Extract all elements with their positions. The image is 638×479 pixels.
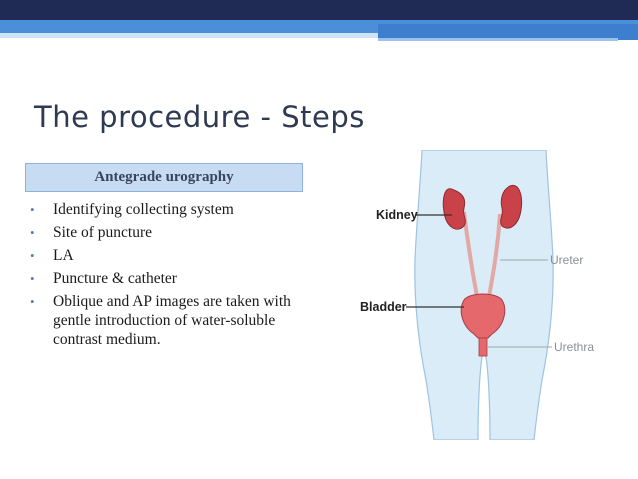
slide-title: The procedure - Steps [34, 100, 365, 134]
bullet-text: Oblique and AP images are taken with gen… [53, 293, 291, 348]
right-ureter [486, 213, 502, 303]
urethra-label: Urethra [554, 340, 594, 354]
bullet-text: Puncture & catheter [53, 270, 177, 287]
header-band-dark [0, 0, 638, 20]
left-kidney [442, 188, 466, 230]
bullet-icon: • [30, 294, 35, 309]
bullet-text: Identifying collecting system [53, 201, 234, 218]
bullet-item: • Oblique and AP images are taken with ge… [28, 292, 310, 349]
bladder [460, 293, 506, 339]
subtitle-box: Antegrade urography [25, 163, 303, 192]
ureter-label: Ureter [550, 253, 583, 267]
bullet-item: • Puncture & catheter [28, 269, 310, 288]
bullet-icon: • [30, 271, 35, 286]
bullet-list: • Identifying collecting system • Site of … [28, 200, 310, 353]
urinary-system-svg: Kidney Ureter Bladder Urethra [360, 150, 594, 440]
header-band-light [0, 33, 638, 38]
urinary-system-diagram: Kidney Ureter Bladder Urethra [360, 150, 610, 440]
urethra [478, 337, 488, 357]
bullet-item: • Site of puncture [28, 223, 310, 242]
bladder-label: Bladder [360, 300, 407, 314]
right-kidney [500, 184, 523, 229]
header-band-accent-line [378, 38, 618, 41]
header-band-accent [378, 24, 638, 40]
bullet-icon: • [30, 202, 35, 217]
bullet-item: • Identifying collecting system [28, 200, 310, 219]
bullet-text: Site of puncture [53, 224, 153, 241]
bullet-item: • LA [28, 246, 310, 265]
bullet-icon: • [30, 248, 35, 263]
bullet-icon: • [30, 225, 35, 240]
kidney-label: Kidney [376, 208, 418, 222]
bullet-text: LA [53, 247, 74, 264]
subtitle-text: Antegrade urography [94, 169, 234, 185]
